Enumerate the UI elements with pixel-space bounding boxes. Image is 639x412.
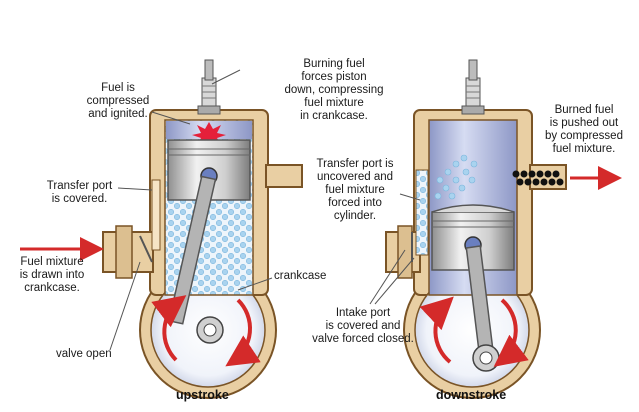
right-rotation-arrow-icon [419,296,454,364]
label-intake-closed: Intake port is covered and valve forced … [312,307,414,345]
left-transfer-passage [151,179,161,251]
left-spark-plug-icon [197,59,221,115]
right-transfer-passage [415,169,429,256]
label-valve-open: valve open [56,348,112,360]
right-fuel-bubbles [434,154,478,200]
label-transfer-covered: Transfer port is covered. [46,180,113,205]
left-crank-hub [203,323,217,337]
leader-line [117,187,153,191]
left-exhaust-port [265,164,303,188]
leader-line [237,277,273,291]
left-reed-valve [139,235,153,263]
left-engine-upstroke [20,59,303,399]
right-rotation-arrow-icon [493,298,529,367]
leader-line [374,257,415,305]
right-engine-downstroke [369,59,622,399]
right-intake-flange [397,225,413,279]
left-rotation-arrow-icon [151,295,187,362]
leader-line [399,193,421,201]
right-exhaust-gas [512,170,564,186]
label-transfer-uncovered: Transfer port is uncovered and fuel mixt… [316,158,394,222]
right-spark-plug-icon [461,59,485,115]
label-fuel-drawn: Fuel mixture is drawn into crankcase. [19,256,85,294]
right-piston-crown [431,204,515,213]
leader-line [369,249,406,305]
label-fuel-compressed: Fuel is compressed and ignited. [86,82,150,120]
label-burning-fuel: Burning fuel forces piston down, compres… [284,58,384,122]
right-crank-hub [479,351,493,365]
left-rotation-arrow-icon [225,298,261,367]
leader-line [211,69,241,85]
label-crankcase: crankcase [274,270,327,282]
leader-line [109,261,141,351]
label-burned-fuel: Burned fuel is pushed out by compressed … [545,104,623,155]
caption-upstroke: upstroke [176,388,229,402]
left-intake-flange [115,225,133,279]
caption-downstroke: downstroke [436,388,507,402]
leader-line [151,111,191,125]
